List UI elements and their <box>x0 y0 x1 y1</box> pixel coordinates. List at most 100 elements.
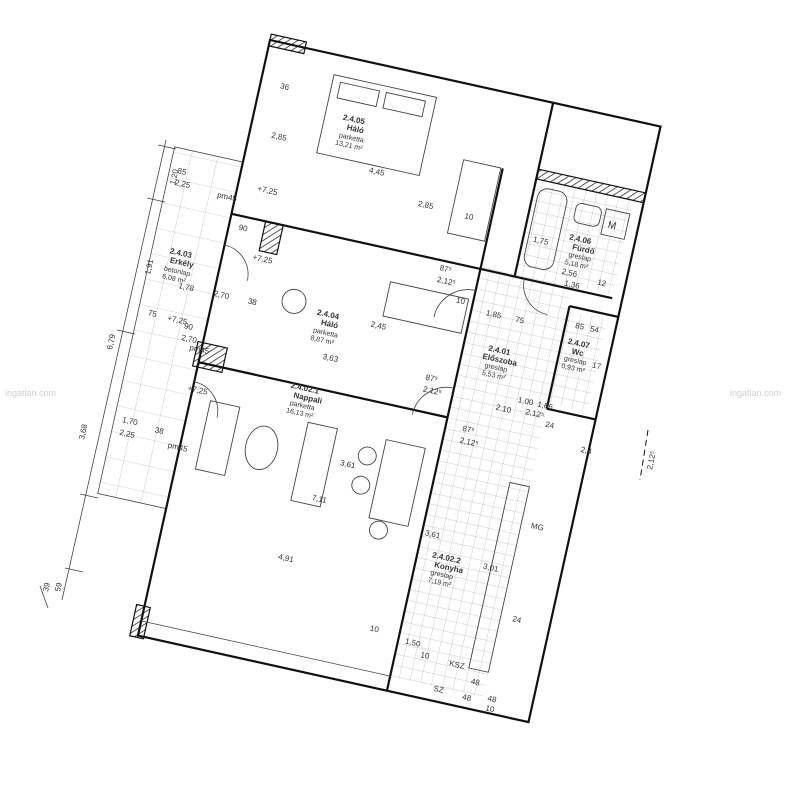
svg-text:2,25: 2,25 <box>174 178 192 190</box>
svg-text:87⁵: 87⁵ <box>462 424 476 435</box>
left-chain-labels: 1,20 1,91 6,79 3,68 59 39 <box>41 168 180 593</box>
svg-text:3,61: 3,61 <box>424 528 442 540</box>
svg-text:2,45: 2,45 <box>370 320 388 332</box>
svg-text:36: 36 <box>279 81 290 92</box>
svg-text:87⁵: 87⁵ <box>425 373 439 384</box>
right-axis-marker: 2,12⁵ <box>639 429 658 481</box>
svg-text:2,10: 2,10 <box>495 403 513 415</box>
dimension-labels: 36 4,45 2,85 2,85 10 85 2,25 pm45 1,75 2… <box>119 81 608 715</box>
svg-text:54: 54 <box>589 324 600 335</box>
svg-text:3,63: 3,63 <box>322 352 340 364</box>
svg-text:4,45: 4,45 <box>368 166 386 178</box>
dining-table <box>368 439 426 527</box>
svg-text:75: 75 <box>514 315 525 326</box>
bath-floor <box>515 175 635 296</box>
room-label-bedroom-1: 2.4.05 Háló parketta 13,21 m² <box>334 113 366 153</box>
svg-text:2,12⁵: 2,12⁵ <box>436 275 456 288</box>
svg-text:2,70: 2,70 <box>181 333 199 345</box>
svg-text:75: 75 <box>147 308 158 319</box>
svg-text:1,36: 1,36 <box>563 279 581 291</box>
svg-text:greslap: greslap <box>484 362 508 374</box>
svg-text:1,20: 1,20 <box>168 168 180 186</box>
svg-text:10: 10 <box>464 211 475 222</box>
tv-cabinet <box>290 421 338 508</box>
svg-text:Wc: Wc <box>571 347 585 359</box>
svg-text:1,70: 1,70 <box>121 415 139 427</box>
hall-floor <box>437 266 574 482</box>
svg-text:2,12⁵: 2,12⁵ <box>422 385 442 398</box>
svg-text:59: 59 <box>53 581 64 592</box>
svg-text:87⁵: 87⁵ <box>439 263 453 274</box>
kitchen-counter <box>468 481 530 673</box>
svg-text:MG: MG <box>530 521 545 533</box>
svg-text:7,11: 7,11 <box>311 493 328 505</box>
svg-text:greslap: greslap <box>568 252 592 264</box>
svg-text:1,85: 1,85 <box>485 308 503 320</box>
shower <box>446 159 502 242</box>
svg-text:2,70: 2,70 <box>213 289 231 301</box>
svg-text:2,12⁵: 2,12⁵ <box>645 450 658 470</box>
svg-text:1,00: 1,00 <box>517 395 535 407</box>
svg-text:2,85: 2,85 <box>417 199 435 211</box>
left-dimension-chain <box>39 139 177 609</box>
svg-text:2,4: 2,4 <box>580 445 593 456</box>
svg-text:pm45: pm45 <box>189 343 211 356</box>
svg-text:38: 38 <box>154 425 165 436</box>
bathtub <box>523 188 568 270</box>
svg-text:90: 90 <box>183 321 194 332</box>
svg-text:2,12⁵: 2,12⁵ <box>525 407 545 420</box>
svg-text:pm45: pm45 <box>216 190 238 203</box>
svg-text:1,50: 1,50 <box>404 637 422 649</box>
double-bed <box>316 74 438 177</box>
svg-text:24: 24 <box>544 420 555 431</box>
svg-text:85: 85 <box>574 321 585 332</box>
wall-bottom-left <box>129 603 152 640</box>
svg-text:greslap: greslap <box>430 569 454 581</box>
balcony-area <box>97 146 244 510</box>
washing-machine <box>600 208 631 240</box>
outer-wall <box>136 38 662 724</box>
svg-text:17: 17 <box>591 361 602 372</box>
watermark-left: ingatlan.com <box>5 388 56 398</box>
level-marker: +7,25 <box>252 252 274 265</box>
level-marker: +7,25 <box>257 184 279 197</box>
svg-text:KSZ: KSZ <box>448 659 465 671</box>
svg-text:39: 39 <box>41 581 52 592</box>
svg-text:48: 48 <box>470 677 481 688</box>
svg-text:1,78: 1,78 <box>178 281 196 293</box>
svg-text:1,66: 1,66 <box>537 400 555 412</box>
svg-text:6,79: 6,79 <box>105 333 117 351</box>
svg-text:10: 10 <box>420 650 431 661</box>
svg-text:2,85: 2,85 <box>270 131 288 143</box>
svg-text:38: 38 <box>247 297 258 308</box>
svg-text:Háló: Háló <box>320 318 339 331</box>
wc-floor <box>547 311 608 413</box>
svg-text:Háló: Háló <box>346 123 365 136</box>
wall-top-left <box>267 33 308 55</box>
svg-text:4,91: 4,91 <box>277 552 295 564</box>
svg-text:greslap: greslap <box>563 355 587 367</box>
svg-text:10: 10 <box>455 296 466 307</box>
svg-text:24: 24 <box>512 614 523 625</box>
door-swing <box>433 289 476 318</box>
svg-text:10: 10 <box>485 704 496 715</box>
watermark-right: ingatlan.com <box>730 388 781 398</box>
wall-pier <box>191 340 229 374</box>
svg-text:90: 90 <box>238 223 249 234</box>
svg-text:85: 85 <box>177 166 188 177</box>
single-bed <box>382 281 470 334</box>
svg-text:12: 12 <box>596 278 607 289</box>
fixture-label: M <box>607 220 618 233</box>
sofa <box>194 400 241 477</box>
svg-text:48: 48 <box>487 694 498 705</box>
room-label-bedroom-2: 2.4.04 Háló parketta 8,87 m² <box>310 308 341 347</box>
svg-text:2,12⁵: 2,12⁵ <box>459 436 479 449</box>
wall-pier-2 <box>258 220 284 256</box>
svg-text:10: 10 <box>369 624 380 635</box>
svg-text:1,75: 1,75 <box>532 235 550 247</box>
level-marker: +7,25 <box>187 384 209 397</box>
svg-text:pm45: pm45 <box>167 441 189 454</box>
washbasin <box>573 203 602 227</box>
svg-text:2,25: 2,25 <box>119 428 137 440</box>
svg-text:2,56: 2,56 <box>561 267 579 279</box>
